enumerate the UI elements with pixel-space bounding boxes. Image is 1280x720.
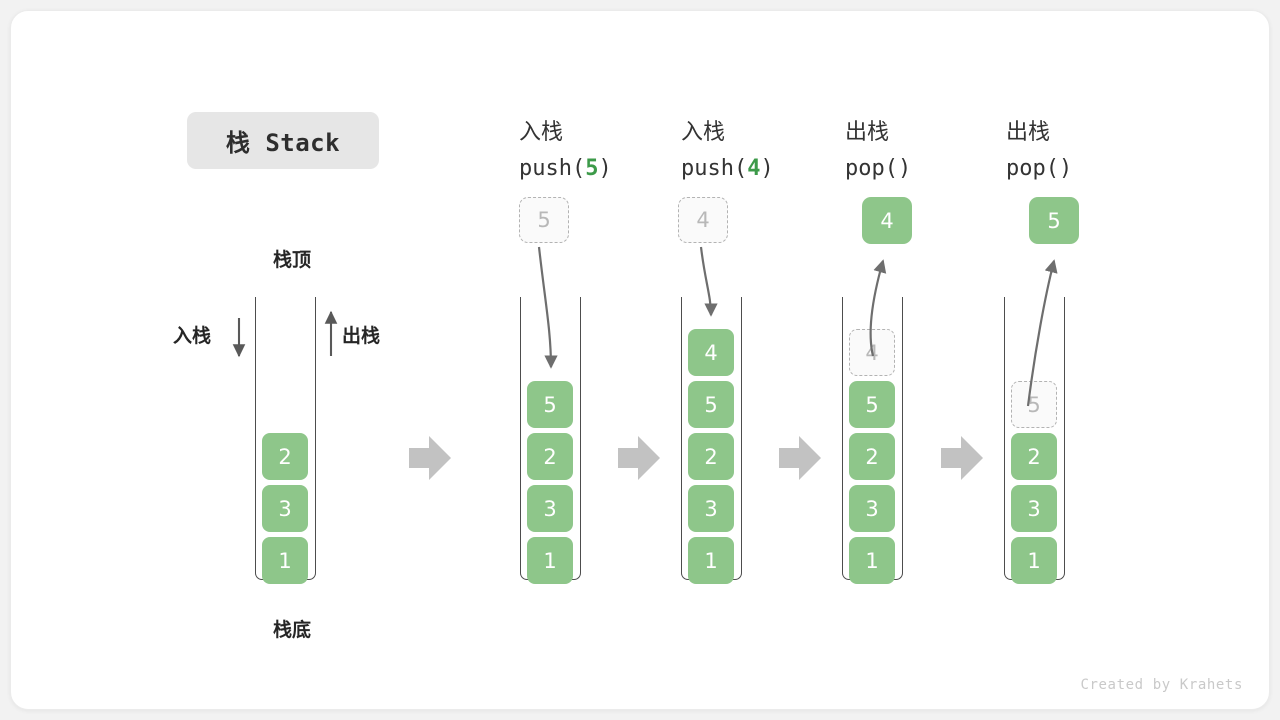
stack-cell: 5	[527, 381, 573, 428]
diagram-card: 栈 Stack 栈顶 入栈 出栈 2 3 1 栈底 入栈 push(5) 5 5…	[10, 10, 1270, 710]
caption-code-suffix: )	[598, 156, 612, 181]
stack-top-label: 栈顶	[272, 249, 311, 271]
stack-column-pop-5: 5 2 3 1	[1004, 297, 1065, 584]
stack-cell: 1	[1011, 537, 1057, 584]
stack-cell: 1	[688, 537, 734, 584]
caption-code: pop()	[845, 151, 911, 187]
stack-bottom-label: 栈底	[272, 619, 311, 641]
floating-value-box: 4	[678, 197, 728, 243]
stack-column-pop-4: 4 5 2 3 1	[842, 297, 903, 584]
popped-value-box: 4	[862, 197, 912, 244]
caption-cn: 出栈	[845, 120, 890, 145]
caption-code-prefix: pop(	[1006, 156, 1059, 181]
caption-code-arg: 5	[585, 156, 599, 181]
stack-cell: 3	[262, 485, 308, 532]
push-side-label: 入栈	[173, 325, 212, 347]
caption-code-arg: 4	[747, 156, 761, 181]
stack-cell: 1	[849, 537, 895, 584]
step-arrow	[618, 436, 660, 480]
stack-cell: 3	[527, 485, 573, 532]
diagram-title: 栈 Stack	[187, 112, 379, 169]
pop-side-label: 出栈	[342, 325, 381, 347]
stack-cell: 5	[849, 381, 895, 428]
stack-column-push-5: 5 2 3 1	[520, 297, 581, 584]
step-arrow	[941, 436, 983, 480]
floating-value-box: 5	[519, 197, 569, 243]
caption-code-prefix: pop(	[845, 156, 898, 181]
stack-cell: 3	[688, 485, 734, 532]
stack-cell: 5	[688, 381, 734, 428]
stack-column-initial: 2 3 1	[255, 297, 316, 584]
watermark: Created by Krahets	[1080, 677, 1243, 693]
stack-column-push-4: 4 5 2 3 1	[681, 297, 742, 584]
stack-cell: 2	[262, 433, 308, 480]
stack-cell-ghost: 5	[1011, 381, 1057, 428]
caption-code-suffix: )	[1058, 156, 1073, 181]
stack-cell: 2	[527, 433, 573, 480]
caption-code: push(5)	[519, 151, 612, 187]
operation-caption-push-5: 入栈 push(5)	[519, 115, 612, 187]
caption-cn: 入栈	[681, 120, 726, 145]
operation-caption-pop-4: 出栈 pop()	[845, 115, 911, 187]
caption-cn: 入栈	[519, 120, 564, 145]
stack-cell: 2	[849, 433, 895, 480]
caption-cn: 出栈	[1006, 120, 1051, 145]
popped-value-box: 5	[1029, 197, 1079, 244]
stack-cell: 4	[688, 329, 734, 376]
stack-cell: 2	[688, 433, 734, 480]
caption-code-prefix: push(	[681, 156, 748, 181]
diagram-stage: 栈 Stack 栈顶 入栈 出栈 2 3 1 栈底 入栈 push(5) 5 5…	[11, 11, 1269, 709]
stack-cell: 3	[849, 485, 895, 532]
step-arrow	[409, 436, 451, 480]
stack-cell: 1	[262, 537, 308, 584]
caption-code-suffix: )	[897, 156, 912, 181]
caption-code: pop()	[1006, 151, 1072, 187]
caption-code-prefix: push(	[519, 156, 586, 181]
stack-cell: 2	[1011, 433, 1057, 480]
stack-cell: 1	[527, 537, 573, 584]
step-arrow	[779, 436, 821, 480]
operation-caption-push-4: 入栈 push(4)	[681, 115, 774, 187]
stack-cell: 3	[1011, 485, 1057, 532]
operation-caption-pop-5: 出栈 pop()	[1006, 115, 1072, 187]
stack-cell-ghost: 4	[849, 329, 895, 376]
caption-code-suffix: )	[760, 156, 774, 181]
caption-code: push(4)	[681, 151, 774, 187]
